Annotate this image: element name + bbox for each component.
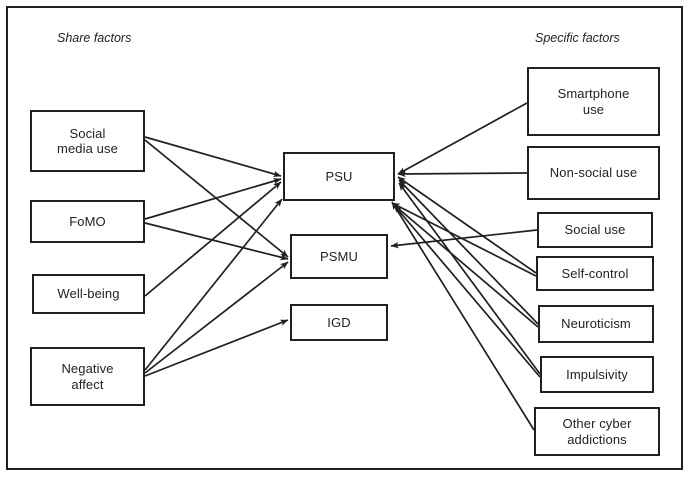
edge-neuroticism-to-psu-bottom — [392, 203, 539, 328]
node-well-being: Well-being — [32, 274, 145, 314]
node-label-line: Social — [69, 125, 106, 141]
edge-negative-affect-to-psmu — [144, 261, 289, 374]
node-self-control: Self-control — [536, 256, 654, 291]
node-label-line: Neuroticism — [561, 316, 631, 332]
node-impulsivity: Impulsivity — [540, 356, 654, 393]
node-non-social-use: Non-social use — [527, 146, 660, 200]
node-label-line: IGD — [327, 314, 351, 330]
edge-social-media-use-to-psu — [144, 136, 282, 177]
node-label-line: addictions — [567, 431, 627, 447]
node-psmu: PSMU — [290, 234, 388, 279]
node-label-fomo: FoMO — [65, 214, 110, 229]
node-label-igd: IGD — [323, 315, 354, 330]
node-label-line: Impulsivity — [566, 366, 628, 382]
node-label-self-control: Self-control — [558, 266, 633, 281]
edge-self-control-to-psu — [397, 176, 537, 274]
column-label-specific-factors: Specific factors — [535, 31, 620, 45]
node-label-line: Self-control — [561, 265, 629, 281]
node-label-impulsivity: Impulsivity — [562, 367, 632, 382]
edge-negative-affect-to-igd — [144, 319, 289, 377]
node-label-well-being: Well-being — [53, 286, 123, 301]
edge-non-social-use-to-psu — [397, 170, 528, 178]
node-label-line: media use — [57, 141, 118, 156]
node-social-use: Social use — [537, 212, 653, 248]
edge-well-being-to-psu — [144, 181, 282, 297]
edge-smartphone-use-to-psu — [397, 102, 528, 175]
node-igd: IGD — [290, 304, 388, 341]
node-label-social-use: Social use — [561, 222, 630, 237]
node-label-psu: PSU — [321, 169, 356, 184]
edge-self-control-to-psu-bottom — [391, 202, 537, 277]
edge-negative-affect-to-psu — [144, 198, 283, 371]
node-label-line: Negative — [61, 361, 114, 377]
edge-impulsivity-to-psu-bottom — [393, 204, 541, 378]
edge-other-cyber-addictions-to-psu — [391, 201, 535, 431]
node-label-line: Non-social use — [549, 165, 638, 181]
node-label-line: Well-being — [57, 286, 120, 302]
node-neuroticism: Neuroticism — [538, 305, 654, 343]
column-label-share-factors: Share factors — [57, 31, 132, 45]
node-label-line: FoMO — [69, 213, 106, 229]
edge-impulsivity-to-psu — [398, 182, 541, 375]
edge-fomo-to-psmu — [144, 222, 289, 261]
node-label-line: PSU — [325, 168, 353, 184]
node-label-line: PSMU — [320, 248, 358, 264]
node-label-line: Social use — [564, 222, 626, 238]
edge-neuroticism-to-psu — [398, 179, 539, 325]
node-label-neuroticism: Neuroticism — [557, 316, 635, 331]
node-fomo: FoMO — [30, 200, 145, 243]
edge-social-use-to-psmu — [390, 229, 538, 249]
node-psu: PSU — [283, 152, 395, 201]
node-label-line: affect — [71, 376, 104, 392]
node-label-line: use — [582, 101, 605, 117]
node-label-psmu: PSMU — [316, 249, 362, 264]
node-label-line: Other cyber — [562, 416, 632, 432]
edge-fomo-to-psu — [144, 178, 282, 220]
node-label-non-social-use: Non-social use — [546, 165, 641, 180]
node-label-line: Smartphone — [557, 86, 630, 102]
